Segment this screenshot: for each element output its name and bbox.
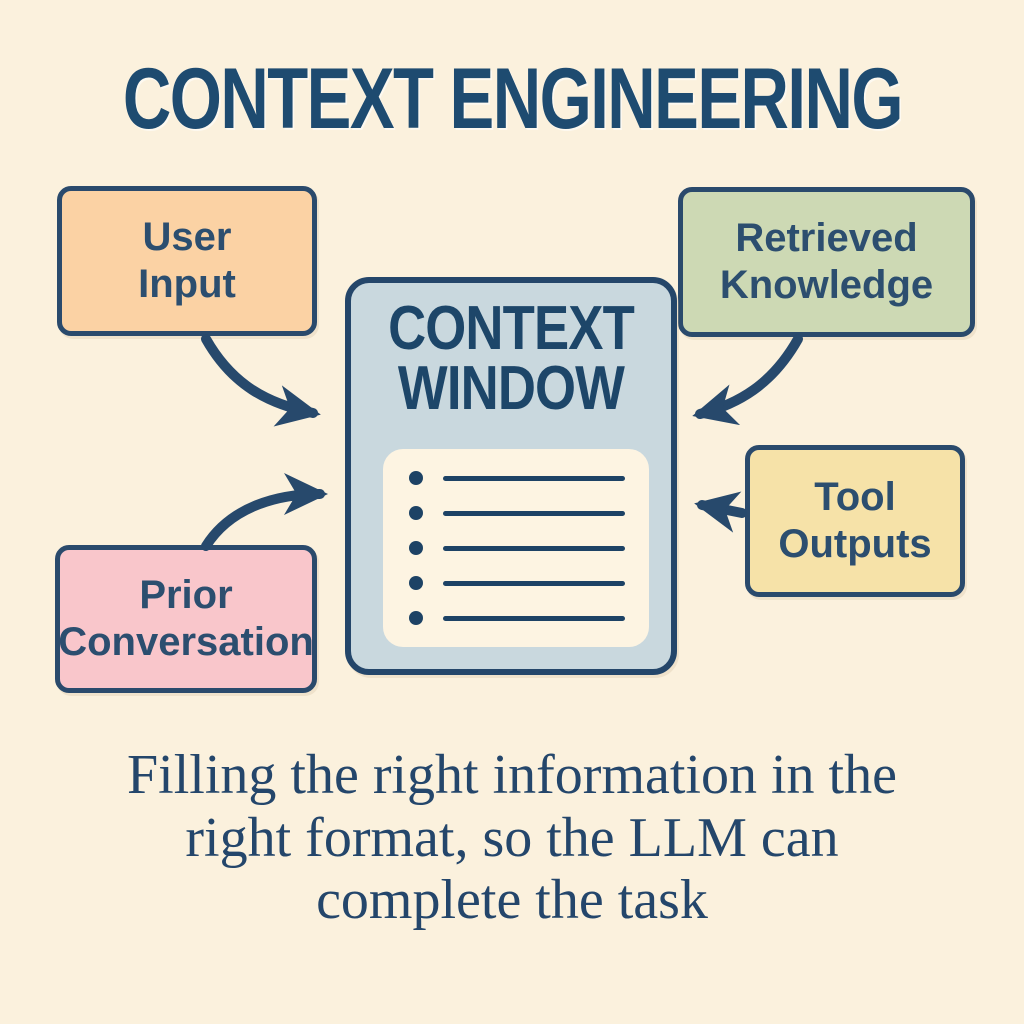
- arrow-retrieved-knowledge-to-context-window: [692, 334, 803, 426]
- arrow-user-input-to-context-window: [201, 334, 321, 427]
- arrow-tool-outputs-to-context-window: [694, 491, 747, 533]
- context-window-title-line: CONTEXT: [388, 294, 635, 363]
- arrow-prior-conversation-to-context-window: [201, 473, 329, 551]
- list-line: [443, 475, 625, 481]
- bullet-dot-icon: [409, 576, 423, 590]
- node-label-line: User: [142, 214, 232, 259]
- node-label-line: Tool: [814, 474, 896, 519]
- caption-line: complete the task: [316, 869, 708, 932]
- bullet-dot-icon: [409, 611, 423, 625]
- context-list: [383, 449, 649, 647]
- node-label-line: Conversation: [58, 620, 314, 664]
- node-user-input: User Input: [57, 186, 317, 336]
- bullet-dot-icon: [409, 541, 423, 555]
- caption-line: Filling the right information in the: [127, 744, 897, 806]
- page-title-text: CONTEXT ENGINEERING: [122, 51, 903, 147]
- list-line: [443, 510, 625, 516]
- node-label-line: Knowledge: [719, 263, 934, 307]
- page-title: CONTEXT ENGINEERING: [0, 56, 1024, 142]
- node-context-window: CONTEXT WINDOW: [345, 277, 677, 675]
- list-line: [443, 615, 625, 621]
- context-window-title: CONTEXT WINDOW: [375, 294, 647, 423]
- node-retrieved-knowledge: Retrieved Knowledge: [678, 187, 975, 337]
- list-item: [383, 471, 649, 485]
- list-line: [443, 545, 625, 551]
- caption: Filling the right information in the rig…: [0, 744, 1024, 932]
- node-prior-conversation: Prior Conversation: [55, 545, 317, 693]
- caption-line: right format, so the LLM can: [185, 806, 839, 869]
- node-tool-outputs: Tool Outputs: [745, 445, 965, 597]
- node-label-line: Outputs: [778, 522, 932, 566]
- bullet-dot-icon: [409, 506, 423, 520]
- node-label-line: Retrieved: [735, 215, 918, 260]
- list-item: [383, 576, 649, 590]
- list-item: [383, 611, 649, 625]
- list-line: [443, 580, 625, 586]
- node-label-line: Input: [138, 262, 236, 306]
- node-label-line: Prior: [139, 572, 233, 617]
- context-window-title-line: WINDOW: [397, 353, 625, 423]
- list-item: [383, 541, 649, 555]
- list-item: [383, 506, 649, 520]
- bullet-dot-icon: [409, 471, 423, 485]
